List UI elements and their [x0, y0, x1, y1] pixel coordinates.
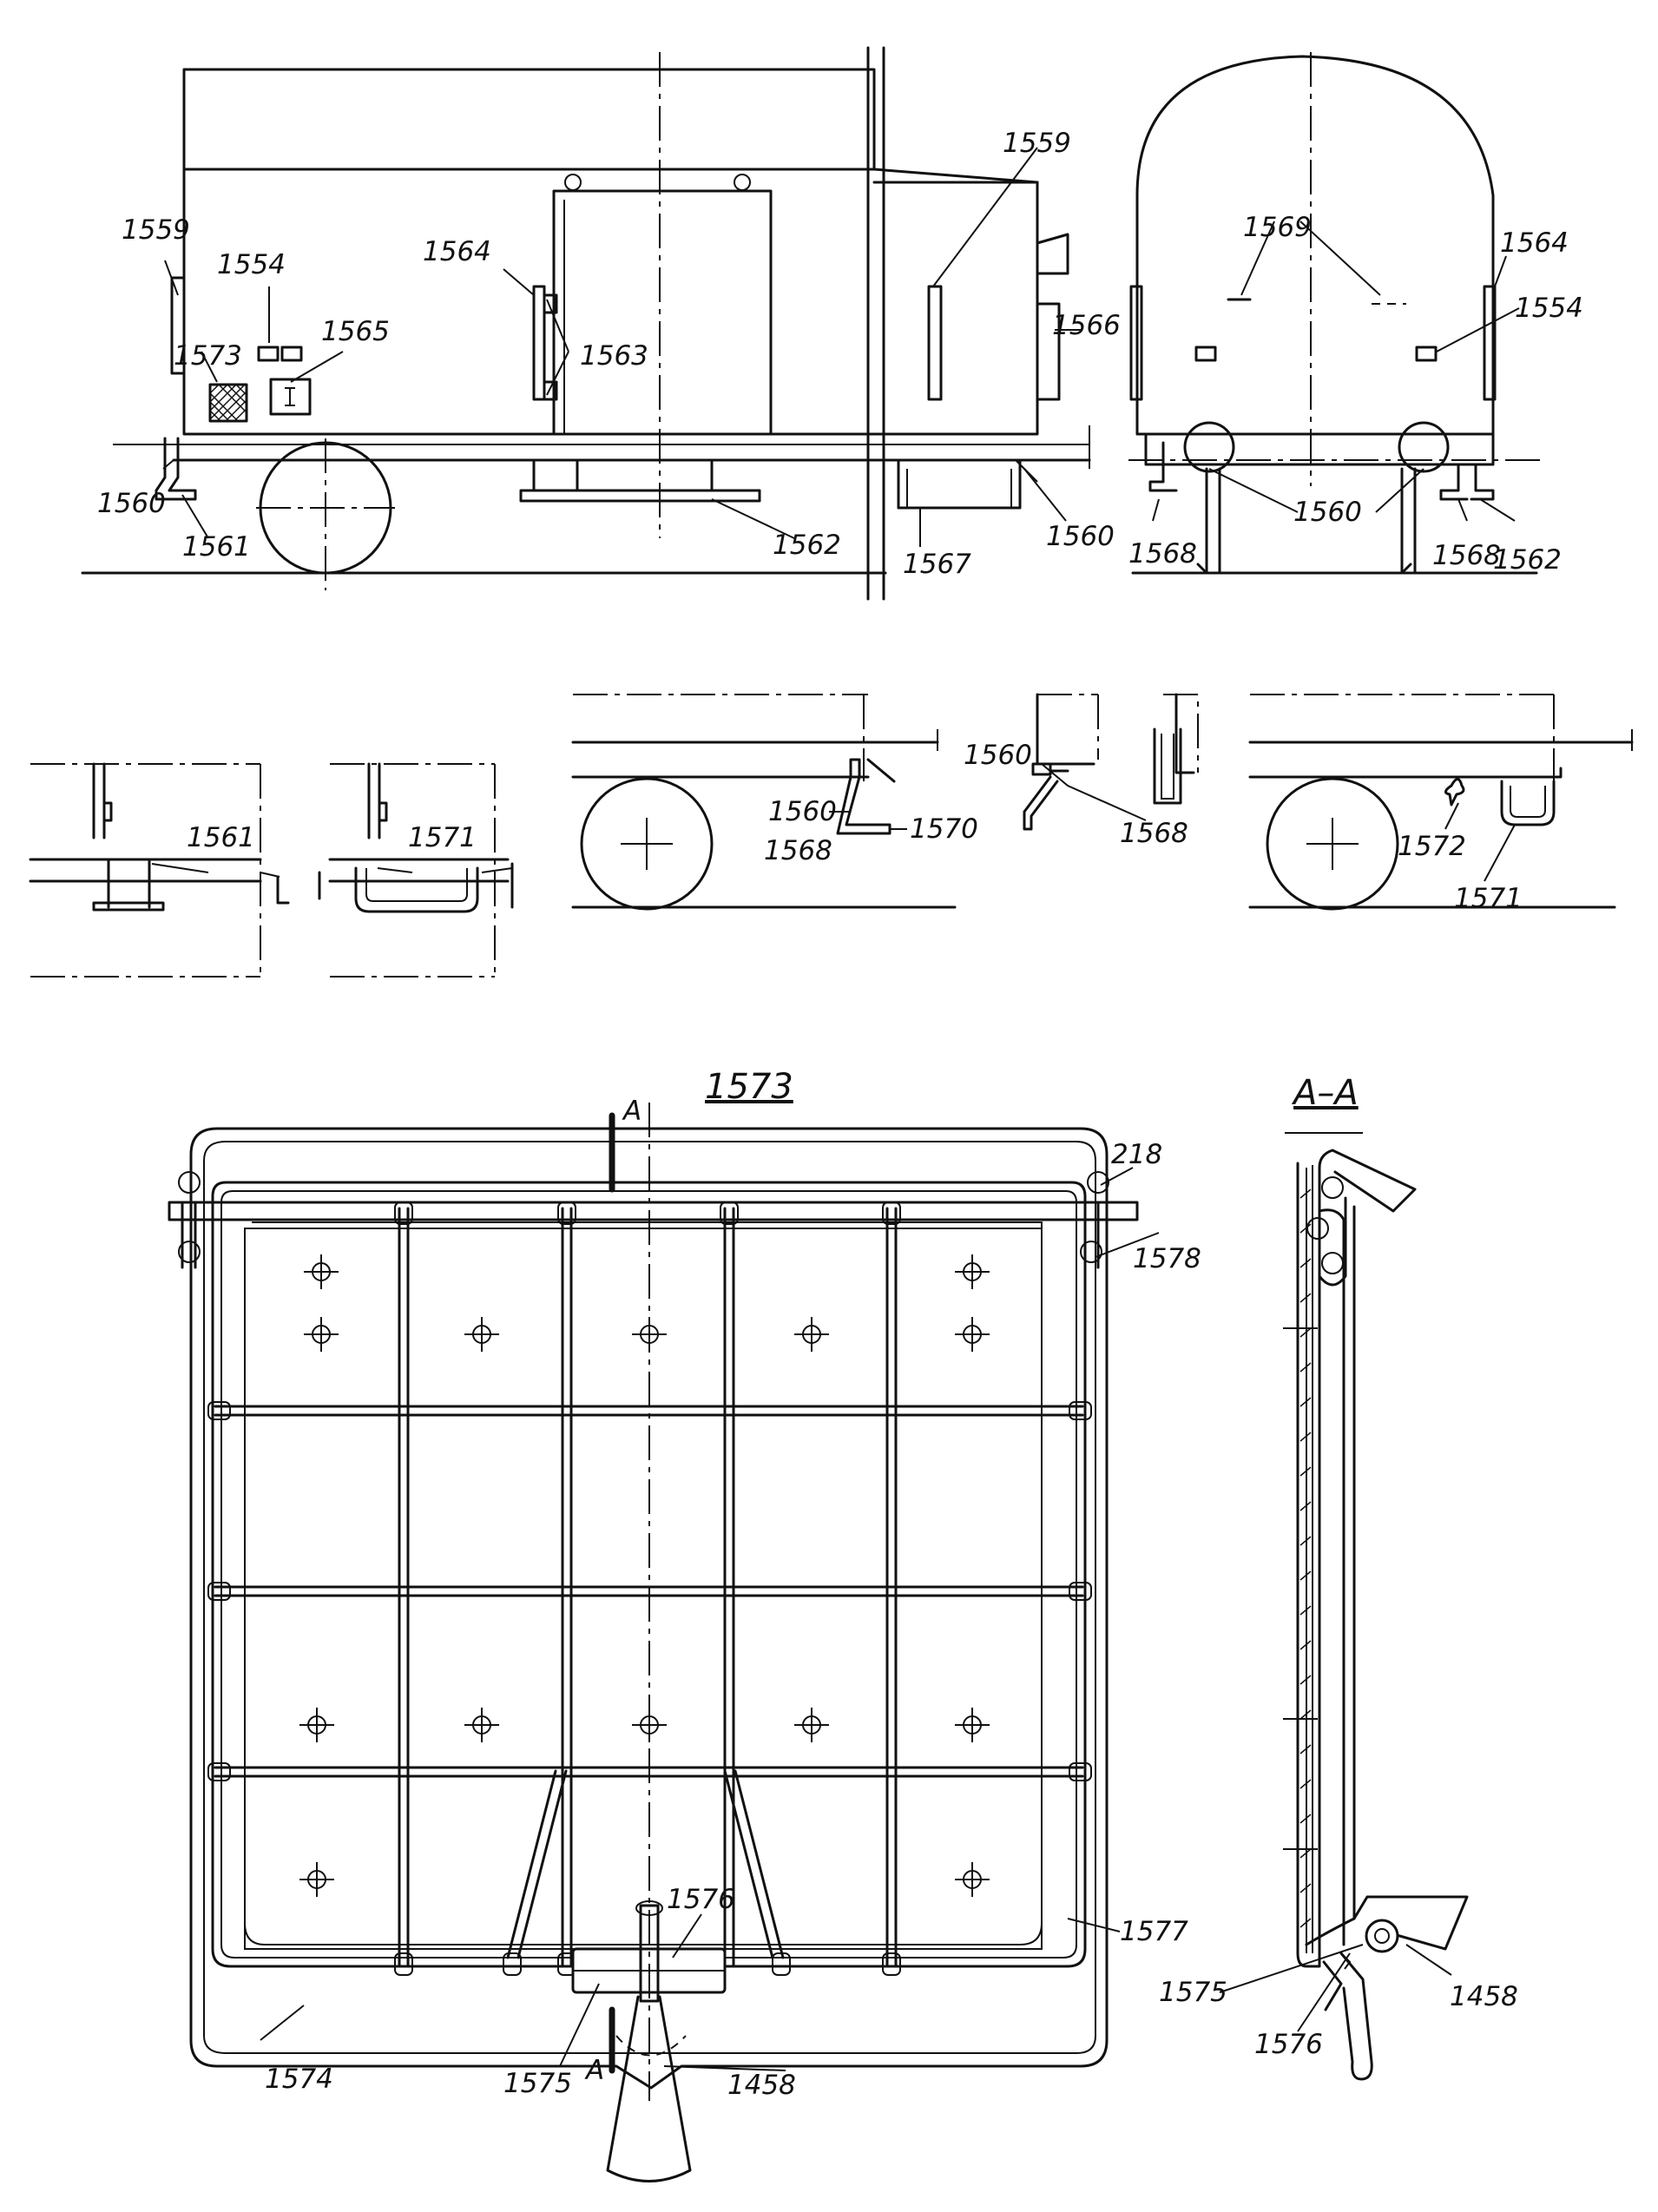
label-1577: 1577: [1120, 1916, 1188, 1947]
side-elevation-view: [81, 46, 1091, 601]
label-1562-end: 1562: [1493, 544, 1562, 576]
label-1567: 1567: [903, 549, 971, 580]
label-1560-detail-b: 1560: [964, 740, 1032, 771]
label-1559-right: 1559: [1003, 128, 1071, 159]
view-title-a-a: A–A: [1291, 1073, 1359, 1113]
label-1569: 1569: [1243, 212, 1312, 243]
label-1554-side: 1554: [217, 249, 286, 280]
section-a-a-view: [1219, 1132, 1469, 2081]
label-1568-detail-a: 1568: [764, 835, 832, 866]
end-elevation-view: [1128, 52, 1545, 575]
label-1576-section: 1576: [1254, 2029, 1323, 2060]
label-1568-end-right: 1568: [1432, 540, 1501, 571]
label-1565: 1565: [321, 316, 390, 347]
grille-plan-view: [168, 1103, 1160, 2182]
label-1564-side: 1564: [423, 236, 491, 267]
label-1568-end-left: 1568: [1128, 538, 1197, 569]
label-1566: 1566: [1052, 310, 1121, 341]
label-1560-end: 1560: [1293, 497, 1362, 528]
label-1458-section: 1458: [1450, 1981, 1518, 2012]
detail-view-1570: [571, 694, 957, 911]
detail-view-1561: [29, 762, 290, 978]
label-1458-grille: 1458: [727, 2070, 796, 2101]
label-1559-left: 1559: [122, 214, 190, 246]
label-1561-detail: 1561: [187, 822, 255, 853]
view-title-1573: 1573: [705, 1067, 793, 1107]
label-1564-end: 1564: [1500, 227, 1569, 259]
label-1575-section: 1575: [1159, 1977, 1227, 2008]
detail-view-1572: [1248, 694, 1634, 911]
detail-view-1571: [318, 762, 514, 978]
section-mark-a-top: A: [622, 1096, 641, 1127]
label-1575-grille: 1575: [503, 2068, 572, 2099]
label-1568-detail-b: 1568: [1120, 818, 1188, 849]
label-1571-detail-b: 1571: [1454, 883, 1523, 914]
label-1554-end: 1554: [1515, 293, 1583, 324]
label-1561-side: 1561: [182, 531, 251, 563]
callout-labels: 1559 1554 1565 1573 1564 1563 1559 1566 …: [97, 128, 1583, 2101]
label-1572: 1572: [1398, 831, 1466, 862]
label-1560-left: 1560: [97, 488, 166, 519]
detail-view-1560: [1023, 693, 1199, 831]
label-1570: 1570: [910, 813, 978, 845]
bolt-markers: [299, 1254, 990, 1897]
label-1573-side: 1573: [174, 340, 242, 372]
label-1571-detail-a: 1571: [408, 822, 477, 853]
label-1576-grille: 1576: [667, 1884, 735, 1915]
label-1560-detail-a: 1560: [768, 796, 837, 827]
label-1562-side: 1562: [773, 530, 841, 561]
section-mark-a-bottom: A: [584, 2055, 604, 2086]
label-1578: 1578: [1133, 1243, 1201, 1274]
label-1560-right: 1560: [1046, 521, 1115, 552]
label-218: 218: [1111, 1139, 1162, 1170]
label-1563: 1563: [580, 340, 648, 372]
label-1574: 1574: [265, 2064, 333, 2095]
